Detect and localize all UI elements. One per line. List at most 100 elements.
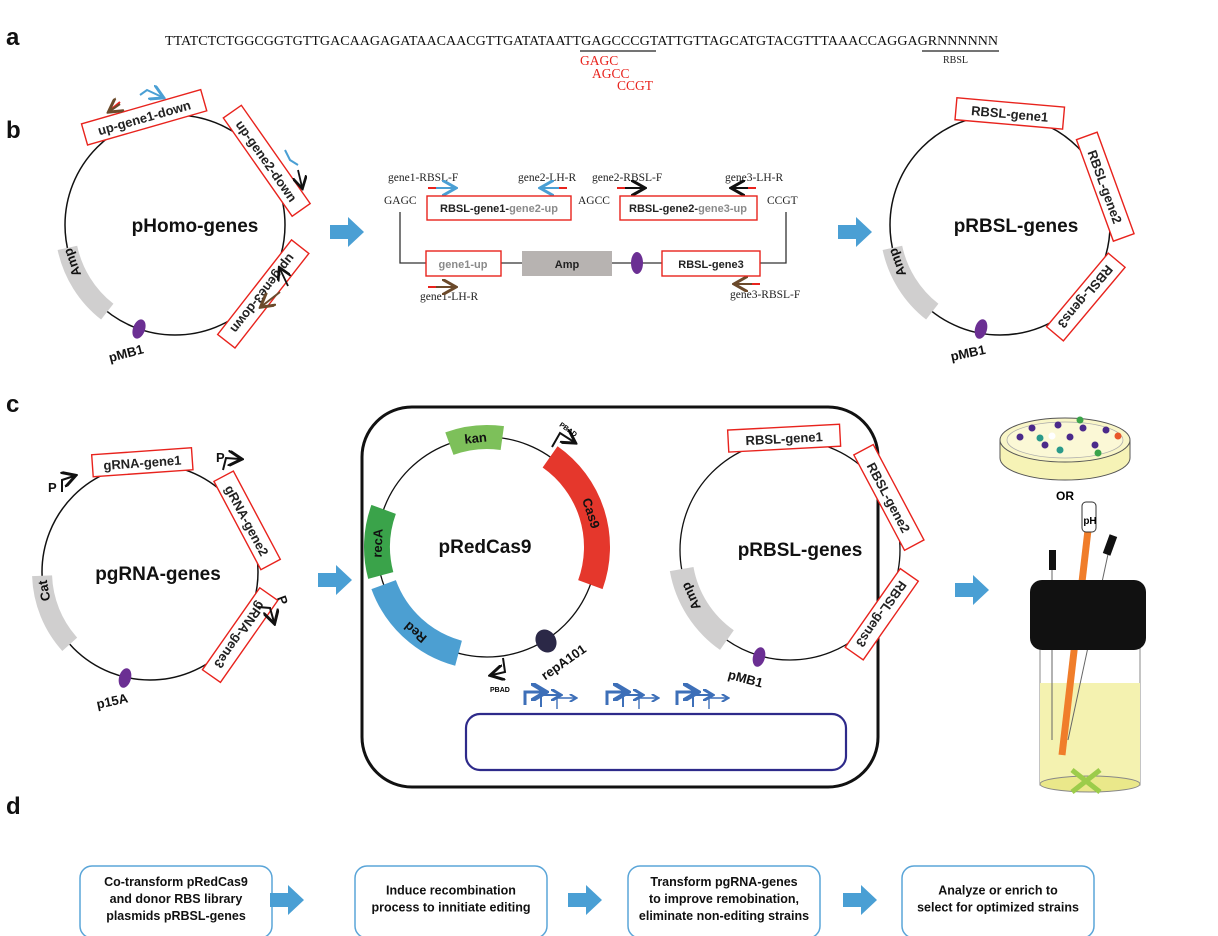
- amp-gene-arc: [882, 245, 939, 320]
- pbad-label: PBAD: [490, 687, 510, 694]
- step-text: Induce recombination: [386, 884, 516, 898]
- step-text: and donor RBS library: [110, 892, 243, 906]
- colony: [1056, 446, 1064, 454]
- kan-label: kan: [464, 429, 488, 446]
- pbad-promoter-icon: [551, 433, 574, 448]
- feature-rbsl-gene2: RBSL-gene2: [1075, 131, 1135, 243]
- prbsl-title: pRBSL-genes: [954, 216, 1079, 237]
- prbsl-title: pRBSL-genes: [738, 540, 863, 561]
- seq-rbsl: RNNNNNN: [928, 33, 998, 48]
- promoter-arrow-icon: [62, 476, 74, 492]
- amp-gene-arc: [57, 245, 114, 320]
- repa101-ori-icon: [535, 629, 557, 653]
- primer-label: gene2-LH-R: [518, 172, 576, 184]
- feature-rbsl-gene3: RBSL-gens3: [844, 567, 920, 661]
- feature-rbsl-gene1: RBSL-gene1: [726, 423, 842, 453]
- svg-text:RBSL-gens3: RBSL-gens3: [853, 578, 910, 650]
- pmb1-ori-icon: [974, 319, 988, 339]
- overhang-label: AGCC: [578, 195, 610, 207]
- overhang-label: GAGC: [384, 195, 417, 207]
- rbsl-label: RBSL: [943, 55, 968, 66]
- svg-text:RBSL-gene2: RBSL-gene2: [864, 460, 914, 535]
- colony: [1094, 449, 1102, 457]
- p15a-ori-icon: [118, 668, 132, 688]
- panel-label-a: a: [6, 24, 20, 51]
- rbsl-gene3-label: RBSL-gene3: [678, 259, 743, 271]
- overhang-2: AGCC: [592, 66, 630, 81]
- ph-label: pH: [1083, 516, 1096, 527]
- promoter-arrow-icon: [622, 695, 641, 707]
- promoter-arrow-icon: [692, 695, 711, 707]
- primer-arrow: [262, 291, 281, 306]
- seq-prefix: TTATCTCTGGCGGTGTTGACAAGAGATAACAACGTTGATA…: [165, 33, 582, 48]
- promoter-arrow-icon: [605, 692, 625, 705]
- panel-label-b: b: [6, 117, 21, 144]
- feature-rbsl-gene2: RBSL-gene2: [852, 443, 925, 552]
- p15a-label: p15A: [95, 690, 130, 711]
- svg-text:up-gene3-down: up-gene3-down: [227, 251, 298, 336]
- chromosome-promoters: [523, 692, 727, 709]
- colony: [1091, 441, 1099, 449]
- pmb1-ori-icon: [752, 647, 766, 667]
- overhang-3: CCGT: [617, 78, 654, 93]
- colony: [1076, 416, 1084, 424]
- ori-icon: [631, 252, 643, 274]
- promoter-arrow-icon: [540, 695, 559, 707]
- svg-text:RBSL-gene1: RBSL-gene1: [745, 429, 823, 448]
- predcas9-plasmid: kan Cas9 recA Red repA101 pRedCas9 PBAD …: [364, 422, 610, 694]
- cat-label: Cat: [35, 578, 54, 602]
- feature-grna-gene1: gRNA-gene1: [90, 447, 194, 478]
- promoter-label: P: [48, 480, 57, 495]
- promoter-arrow-icon: [708, 698, 727, 709]
- pgrna-title: pgRNA-genes: [95, 564, 221, 585]
- primer-label: gene1-RBSL-F: [388, 172, 458, 184]
- flow-arrow-icon: [955, 575, 989, 605]
- colony: [1114, 432, 1122, 440]
- primer-arrow: [298, 169, 302, 187]
- phomo-plasmid: Amp up-gene1-down up-gene2-down up-gene3…: [57, 88, 312, 365]
- gene1-up-label: gene1-up: [439, 259, 488, 271]
- colony: [1066, 433, 1074, 441]
- primer-arrow: [280, 269, 288, 287]
- primer-arrow: [284, 149, 299, 166]
- step-text: select for optimized strains: [917, 901, 1079, 915]
- predcas9-title: pRedCas9: [439, 537, 532, 558]
- step-text: Transform pgRNA-genes: [650, 875, 797, 889]
- petri-dish: [999, 416, 1131, 481]
- seq-middle: ATTGTTAGCATGTACGTTTAAACCAGGAG: [657, 33, 928, 48]
- phomo-title: pHomo-genes: [132, 216, 259, 237]
- colony: [1028, 424, 1036, 432]
- fragment-label: RBSL-gene1-gene2-up: [440, 203, 558, 215]
- svg-text:gRNA-gene2: gRNA-gene2: [222, 483, 272, 559]
- prbsl-plasmid: Amp RBSL-gene1 RBSL-gene2 RBSL-gens3 pMB…: [882, 97, 1135, 364]
- ph-probe-head: [1081, 501, 1097, 533]
- promoter-arrow-icon: [222, 458, 240, 471]
- flow-arrow-icon: [568, 885, 602, 915]
- step-text: Analyze or enrich to: [938, 884, 1058, 898]
- pgrna-plasmid: Cat gRNA-gene1 gRNA-gene2 gRNA-gene3 p15…: [32, 447, 291, 712]
- pmb1-label: pMB1: [949, 342, 987, 364]
- overhang-1: GAGC: [580, 53, 618, 68]
- primer-label: gene1-LH-R: [420, 291, 478, 303]
- promoter-label: P: [274, 594, 291, 608]
- svg-text:RBSL-gene1: RBSL-gene1: [971, 103, 1049, 125]
- step-text: to improve remobination,: [649, 892, 799, 906]
- primer-arrow: [139, 90, 162, 97]
- reca-label: recA: [370, 528, 386, 558]
- feature-up-gene1-down: up-gene1-down: [80, 88, 208, 146]
- prbsl-plasmid-in-cell: Amp RBSL-gene1 RBSL-gene2 RBSL-gens3 pMB…: [669, 423, 925, 690]
- overhang-label: CCGT: [767, 195, 798, 207]
- kan-gene-arc: [445, 425, 504, 456]
- feature-rbsl-gene1: RBSL-gene1: [954, 97, 1066, 130]
- promoter-arrow-icon: [556, 698, 575, 709]
- amp-gene-arc: [669, 566, 735, 650]
- feature-up-gene3-down: up-gene3-down: [216, 238, 310, 349]
- ph-bioreactor: pH: [1030, 501, 1146, 794]
- flow-arrow-icon: [330, 217, 364, 247]
- primer-label: gene3-LH-R: [725, 172, 783, 184]
- amp-label: Amp: [555, 259, 580, 271]
- amp-box: [522, 251, 612, 276]
- feature-grna-gene3: gRNA-gene3: [201, 586, 279, 684]
- colony: [1041, 441, 1049, 449]
